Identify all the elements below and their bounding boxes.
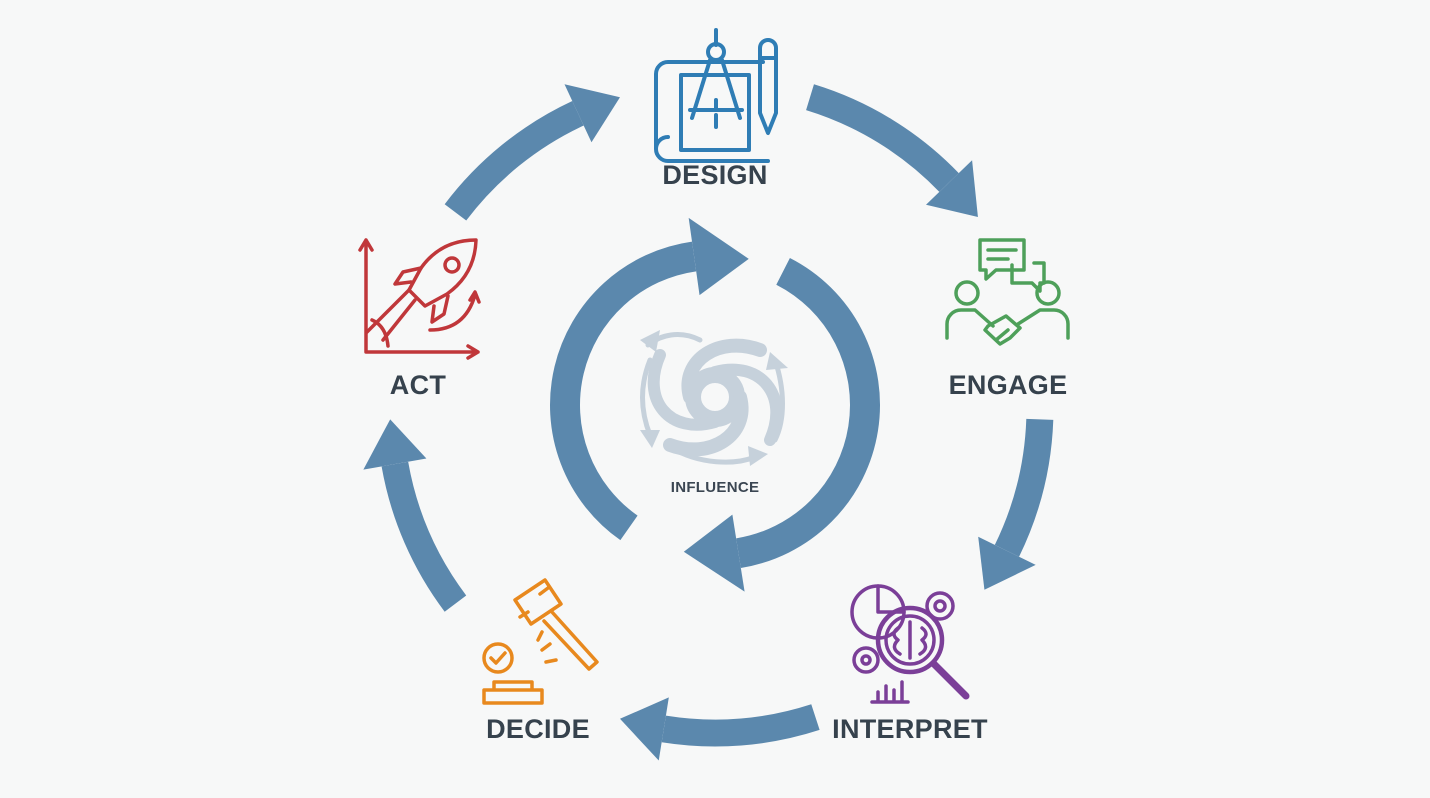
center-label-influence: INFLUENCE xyxy=(670,479,760,496)
blueprint-compass-pencil-icon xyxy=(654,28,778,163)
stage-label-interpret: INTERPRET xyxy=(832,714,988,744)
stage-label-decide: DECIDE xyxy=(486,714,590,744)
stage-label-design: DESIGN xyxy=(662,160,768,190)
arrow-decide-to-act-shaft xyxy=(381,461,467,612)
influence-swirl-icon xyxy=(640,330,788,466)
stage-label-engage: ENGAGE xyxy=(948,370,1068,400)
arrow-engage-to-interpret-shaft xyxy=(994,418,1054,557)
arrow-engage-to-interpret-head xyxy=(978,536,1036,590)
arrow-interpret-to-decide-head xyxy=(619,697,669,761)
brain-magnifier-gears-icon xyxy=(850,584,970,704)
gavel-check-icon xyxy=(482,578,599,705)
inner-arrow-right-head xyxy=(683,514,745,592)
inner-arrow-right-shaft xyxy=(735,257,880,568)
inner-arrow-left-head xyxy=(688,217,749,296)
inner-arrow-left-shaft xyxy=(550,241,697,541)
arrow-interpret-to-decide-shaft xyxy=(661,704,820,747)
stage-label-act: ACT xyxy=(389,370,447,400)
arrow-act-to-design-head xyxy=(564,84,620,143)
arrow-design-to-engage-head xyxy=(926,160,978,217)
cycle-arrows xyxy=(363,84,1054,761)
handshake-chat-icon xyxy=(945,238,1070,346)
rocket-growth-chart-icon xyxy=(358,238,481,360)
arrow-decide-to-act-head xyxy=(363,419,427,470)
arrow-design-to-engage-shaft xyxy=(805,84,959,192)
arrow-act-to-design-shaft xyxy=(444,101,584,221)
